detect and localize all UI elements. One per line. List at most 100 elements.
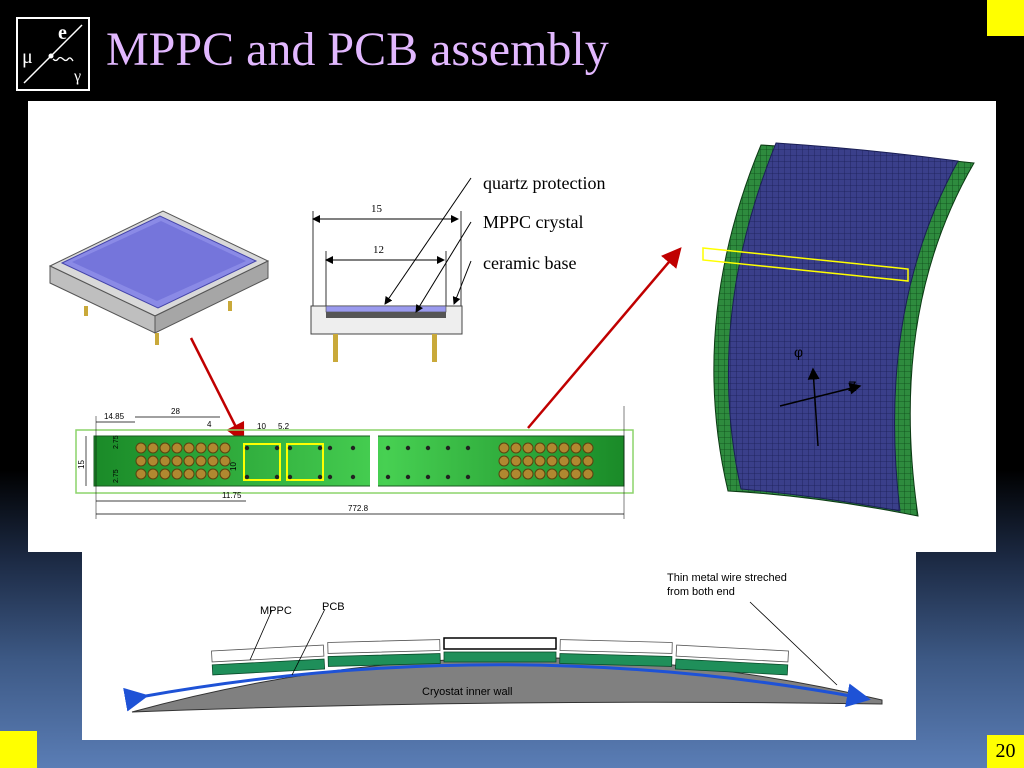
assembly-drawing-panel: 15 12 quartz protection MPPC crystal cer… bbox=[28, 101, 996, 552]
pcb-pad bbox=[219, 468, 231, 480]
dim-12: 12 bbox=[373, 244, 384, 256]
pcb-dim-4: 4 bbox=[207, 420, 212, 429]
corner-accent-bottom-left bbox=[0, 731, 37, 768]
pcb-dim-10-vert: 10 bbox=[229, 462, 238, 471]
label-ceramic-base: ceramic base bbox=[483, 253, 576, 273]
mppc-cross-section: 15 12 bbox=[310, 177, 472, 362]
pcb-via bbox=[425, 474, 431, 480]
pcb-pad bbox=[558, 442, 570, 454]
logo-mu: μ bbox=[22, 46, 33, 68]
pcb-pad bbox=[219, 455, 231, 467]
module bbox=[443, 637, 557, 663]
pcb-pad bbox=[207, 468, 219, 480]
pcb-via bbox=[317, 474, 323, 480]
curved-detector-3d bbox=[702, 142, 975, 517]
corner-accent-top-right bbox=[987, 0, 1024, 36]
pcb-pad bbox=[171, 468, 183, 480]
logo-e: e bbox=[58, 22, 67, 44]
pcb-dim-2-75-b: 2.75 bbox=[113, 469, 120, 483]
module-pcb bbox=[559, 653, 673, 667]
label-cryostat-wall: Cryostat inner wall bbox=[422, 686, 512, 698]
pcb-pad bbox=[183, 468, 195, 480]
pcb-dim-11-75: 11.75 bbox=[222, 491, 242, 500]
label-pcb: PCB bbox=[322, 601, 345, 613]
pcb-pad bbox=[498, 442, 510, 454]
pcb-pad bbox=[135, 455, 147, 467]
pcb-pad bbox=[183, 455, 195, 467]
pcb-pad bbox=[546, 442, 558, 454]
pcb-pad bbox=[207, 455, 219, 467]
metal-wire bbox=[123, 663, 871, 712]
module-mppc bbox=[211, 644, 325, 663]
module bbox=[211, 644, 326, 676]
pcb-pad bbox=[582, 468, 594, 480]
mppc-3d-package bbox=[48, 210, 270, 345]
pcb-pad bbox=[159, 442, 171, 454]
pcb-pad bbox=[159, 455, 171, 467]
pcb-via bbox=[274, 445, 280, 451]
mppc-pcb-modules bbox=[211, 637, 789, 676]
pcb-pad bbox=[207, 442, 219, 454]
pcb-pad bbox=[135, 442, 147, 454]
pcb-pad bbox=[570, 442, 582, 454]
pcb-via bbox=[405, 474, 411, 480]
pcb-via bbox=[287, 474, 293, 480]
label-wire-line1: Thin metal wire streched bbox=[667, 572, 787, 584]
pcb-pad bbox=[522, 468, 534, 480]
page-number: 20 bbox=[987, 735, 1024, 768]
axis-label-phi: φ bbox=[794, 344, 803, 360]
pcb-via bbox=[244, 445, 250, 451]
module-pcb bbox=[674, 658, 789, 676]
pcb-pad bbox=[219, 442, 231, 454]
pcb-via bbox=[244, 474, 250, 480]
pcb-via bbox=[445, 445, 451, 451]
red-arrow-pcb-to-detector bbox=[527, 247, 682, 429]
logo-gamma: γ bbox=[73, 68, 81, 85]
pcb-dim-28: 28 bbox=[171, 407, 180, 416]
pcb-pad bbox=[558, 468, 570, 480]
label-wire-line2: from both end bbox=[667, 586, 735, 598]
pcb-dim-10: 10 bbox=[257, 422, 266, 431]
pcb-pad bbox=[147, 442, 159, 454]
pcb-via bbox=[350, 445, 356, 451]
pcb-pad bbox=[195, 455, 207, 467]
pcb-via bbox=[385, 474, 391, 480]
pcb-pad bbox=[171, 455, 183, 467]
module-pcb bbox=[443, 651, 557, 663]
pcb-pad bbox=[534, 455, 546, 467]
label-mppc: MPPC bbox=[260, 605, 292, 617]
pcb-pad bbox=[582, 442, 594, 454]
pcb-via bbox=[445, 474, 451, 480]
pcb-pad bbox=[195, 442, 207, 454]
pcb-pad bbox=[195, 468, 207, 480]
module bbox=[327, 639, 441, 667]
module bbox=[674, 644, 789, 676]
pcb-pad bbox=[558, 455, 570, 467]
meg-logo: e μ γ bbox=[16, 17, 90, 91]
axis-label-z: Z bbox=[848, 378, 857, 394]
pcb-pad bbox=[135, 468, 147, 480]
pcb-via bbox=[405, 445, 411, 451]
module-mppc bbox=[443, 637, 557, 650]
pcb-pad bbox=[183, 442, 195, 454]
pcb-dim-total: 772.8 bbox=[348, 504, 369, 513]
pcb-via bbox=[317, 445, 323, 451]
module-mppc bbox=[327, 639, 441, 654]
pcb-via bbox=[425, 445, 431, 451]
pcb-pad bbox=[510, 455, 522, 467]
pcb-board-drawing bbox=[75, 406, 634, 519]
pcb-pad bbox=[546, 468, 558, 480]
pcb-dim-2-75-a: 2.75 bbox=[113, 435, 120, 449]
pcb-pad bbox=[171, 442, 183, 454]
pcb-via bbox=[327, 445, 333, 451]
pcb-pad bbox=[534, 468, 546, 480]
pcb-via bbox=[274, 474, 280, 480]
red-arrow-package-to-pcb bbox=[189, 337, 245, 444]
pcb-dim-5-2: 5.2 bbox=[278, 422, 290, 431]
pcb-dim-15: 15 bbox=[77, 460, 86, 469]
pcb-pad bbox=[522, 455, 534, 467]
pcb-dim-14-85: 14.85 bbox=[104, 412, 125, 421]
pcb-pad bbox=[570, 468, 582, 480]
pcb-via bbox=[287, 445, 293, 451]
pcb-pad bbox=[510, 442, 522, 454]
